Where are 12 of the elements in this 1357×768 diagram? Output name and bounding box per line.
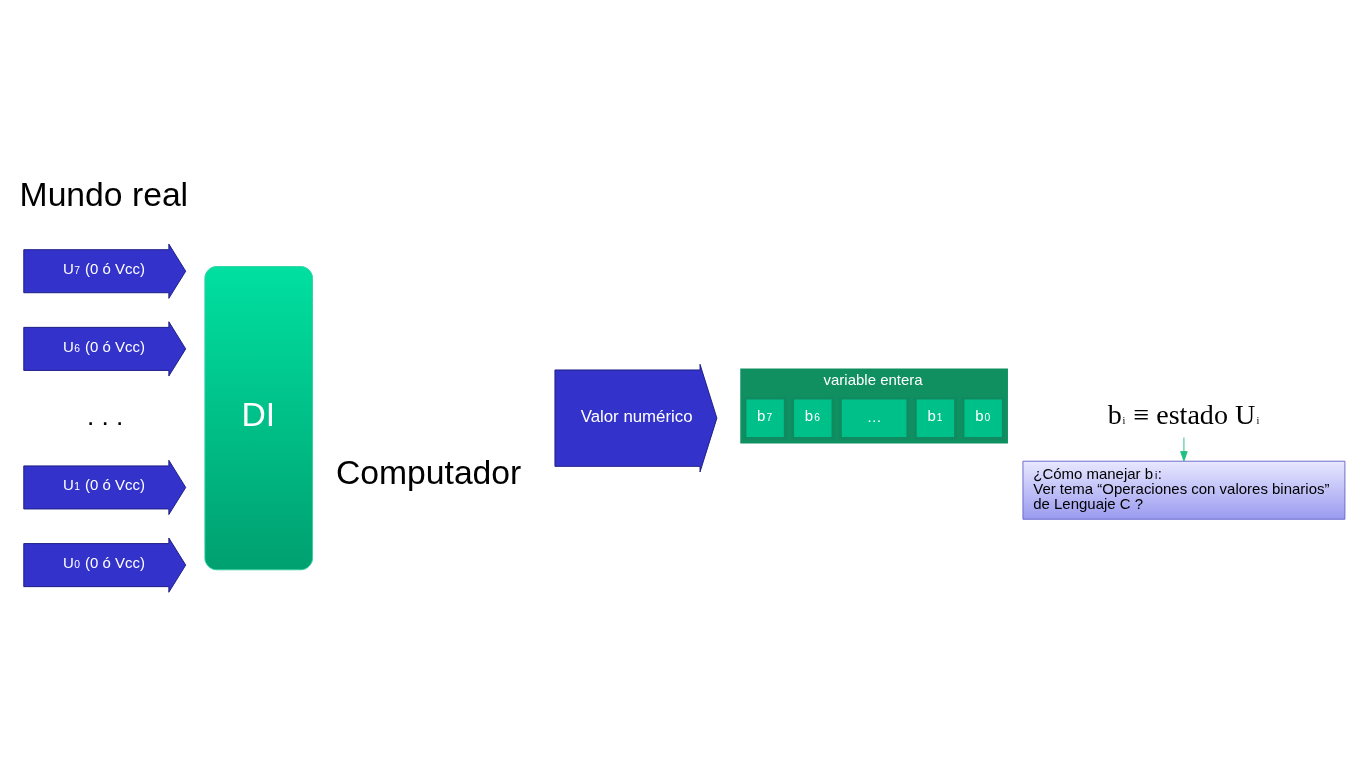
- label: Computador: [335, 454, 522, 492]
- label: Mundo real: [19, 176, 189, 214]
- node-box: b0: [961, 396, 1005, 440]
- node-box: b6: [791, 396, 835, 440]
- node-box: …: [839, 396, 910, 440]
- label: . . .: [86, 400, 124, 431]
- arrow: [1180, 437, 1188, 462]
- node-box: b1: [913, 396, 957, 440]
- node-box: ¿Cómo manejar bi: Ver tema “Operaciones con valores binarios” de Lenguaje C ?: [1022, 460, 1346, 520]
- node-box: DI: [204, 266, 313, 571]
- node-box: b7: [743, 396, 787, 440]
- node-text: bi ≡ estado Ui: [1107, 399, 1260, 431]
